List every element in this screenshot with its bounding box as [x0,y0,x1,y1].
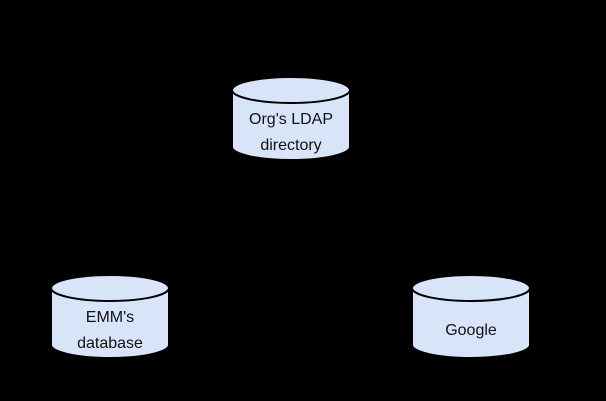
cylinder-body [50,288,170,359]
cylinder-top [50,274,170,302]
cylinder-top [411,274,531,302]
node-label-google: Google [445,321,497,339]
database-cylinder-icon [411,274,531,359]
node-label-emm-database: EMM's database [77,308,143,352]
cylinder-body [231,90,351,161]
database-cylinder-icon [231,76,351,161]
cylinder-body [411,288,531,359]
node-emm-database: EMM's database [49,274,171,360]
cylinder-top [231,76,351,104]
node-google: Google [410,274,532,360]
database-cylinder-icon [50,274,170,359]
node-label-org-ldap-directory: Org's LDAP directory [249,110,333,154]
node-org-ldap-directory: Org's LDAP directory [230,76,352,162]
